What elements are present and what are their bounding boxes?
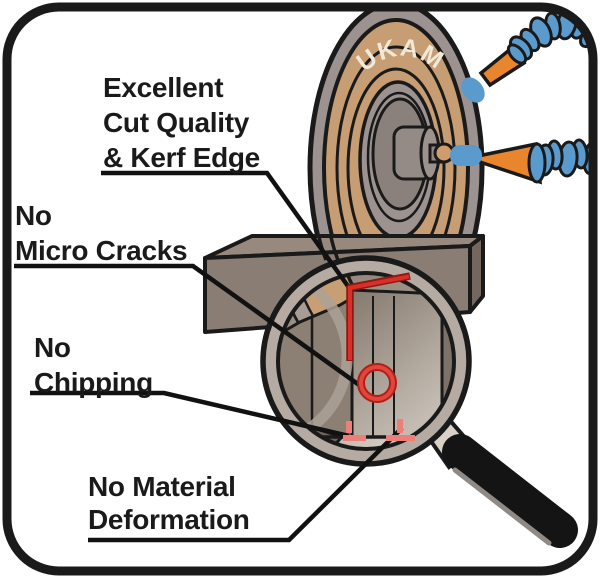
leader-micro-cracks [14,263,364,389]
inspection-highlights [343,272,415,441]
label-micro-cracks: No Micro Cracks [15,198,188,268]
label-cut-quality-line1: Excellent [103,72,224,103]
coolant-stream-top [461,77,485,103]
label-chipping-line2: Chipping [34,367,153,398]
coolant-stream-bottom [450,145,482,166]
label-deformation-line2: Deformation [88,504,250,535]
label-chipping: No Chipping [34,330,153,400]
coolant-hose-bottom [475,138,590,185]
label-cut-quality-line2: Cut Quality [103,107,250,138]
leader-deformation [88,426,404,543]
label-deformation-line1: No Material [88,471,236,502]
coolant-hose-top [478,10,590,88]
label-deformation: No Material Deformation [88,470,250,536]
leader-lines [14,170,404,543]
label-micro-cracks-line1: No [15,200,52,231]
deformation-corner-marks [343,419,415,441]
label-cut-quality-line3: & Kerf Edge [103,142,260,173]
kerf-edge-highlight [348,274,410,360]
label-cut-quality: Excellent Cut Quality & Kerf Edge [103,70,260,175]
handle-highlight [452,467,552,546]
leader-cut-quality [101,170,352,291]
label-micro-cracks-line2: Micro Cracks [15,235,188,266]
blade-kerf-line [329,236,340,261]
leader-chipping [30,390,350,439]
arbor-shaft [392,125,455,181]
label-chipping-line1: No [34,332,71,363]
handle-grip [442,434,578,548]
magnifier-handle [423,414,578,548]
chip-highlight-circle [359,365,395,401]
